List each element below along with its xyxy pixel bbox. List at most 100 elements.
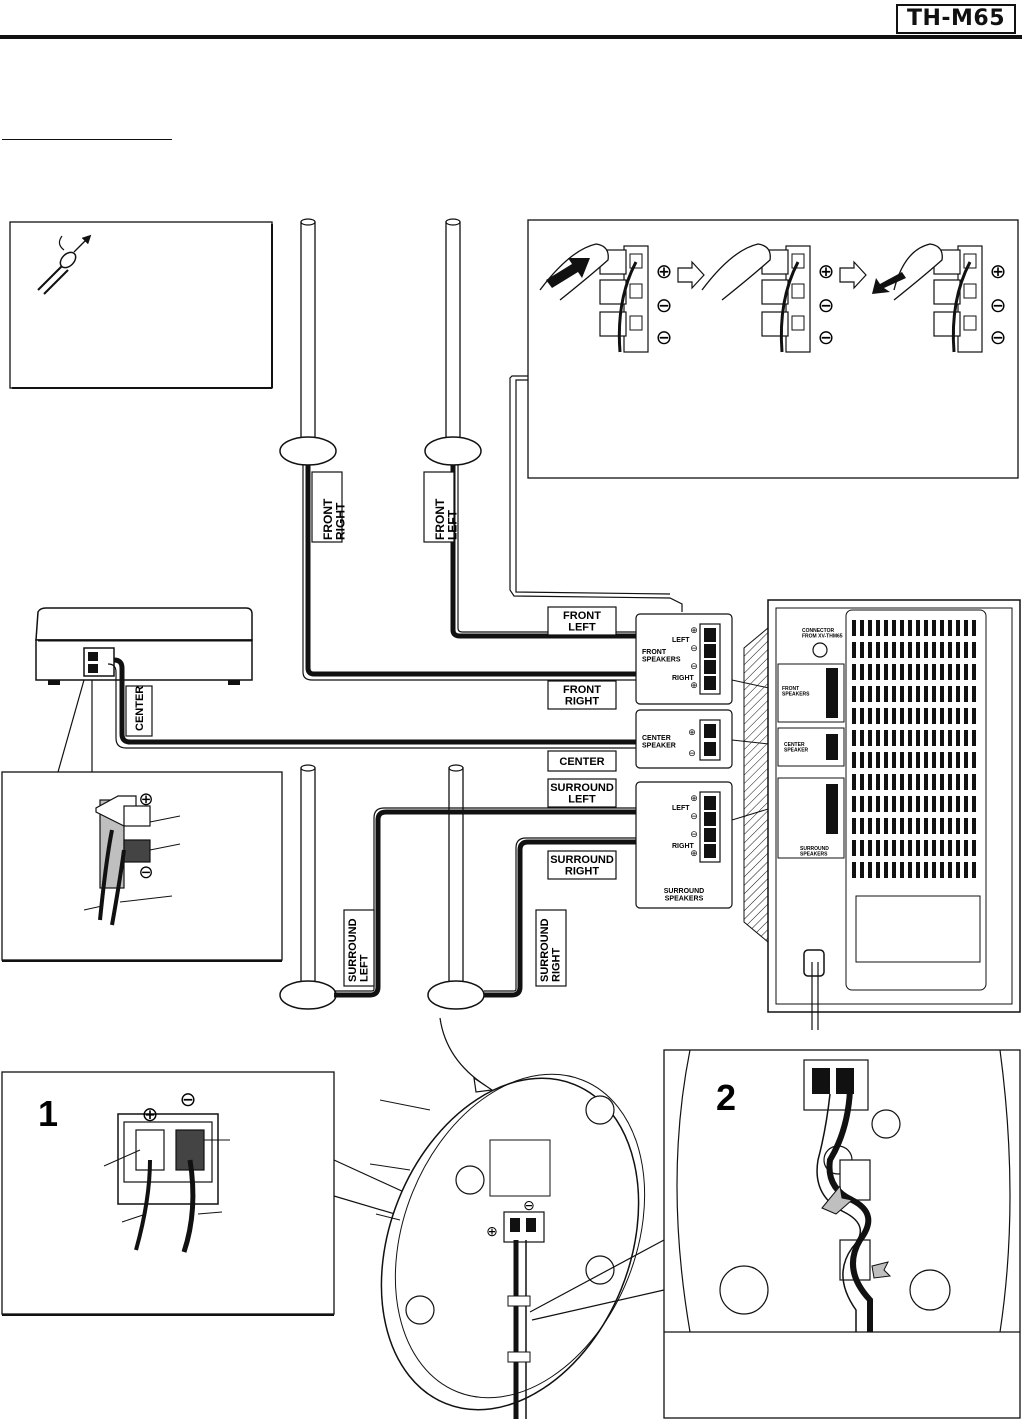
vent-slot	[916, 620, 920, 636]
vent-slot	[852, 686, 856, 702]
vent-slot	[916, 862, 920, 878]
vent-slot	[868, 796, 872, 812]
vent-slot	[892, 774, 896, 790]
vent-slot	[876, 862, 880, 878]
vent-slot	[972, 840, 976, 856]
vent-slot	[860, 862, 864, 878]
svg-text:⊕: ⊕	[486, 1223, 498, 1239]
vent-slot	[852, 818, 856, 834]
vent-slot	[860, 620, 864, 636]
detail-arrow	[439, 1017, 487, 1087]
vent-slot	[892, 818, 896, 834]
vent-slot	[852, 620, 856, 636]
plus-symbol: ⊕	[990, 261, 1007, 283]
svg-text:⊖: ⊖	[688, 748, 696, 758]
finger	[893, 243, 943, 301]
vent-slot	[852, 840, 856, 856]
svg-text:⊕: ⊕	[690, 680, 698, 690]
vent-slot	[860, 752, 864, 768]
vent-slot	[884, 840, 888, 856]
minus-symbol: ⊖	[990, 327, 1007, 349]
vent-slot	[900, 818, 904, 834]
vent-slot	[876, 774, 880, 790]
svg-text:⊕: ⊕	[690, 625, 698, 635]
vent-slot	[972, 686, 976, 702]
vent-slot	[948, 642, 952, 658]
vent-slot	[868, 774, 872, 790]
svg-text:⊖: ⊖	[690, 643, 698, 653]
center-speaker	[35, 607, 253, 685]
front-right-speaker	[279, 218, 337, 466]
front-right-cable-text: FRONTRIGHT	[321, 498, 348, 540]
vent-slot	[924, 840, 928, 856]
vent-slot	[908, 752, 912, 768]
center-cable-text: CENTER	[134, 686, 146, 731]
vent-slot	[972, 862, 976, 878]
svg-text:⊕: ⊕	[690, 793, 698, 803]
vent-slot	[932, 642, 936, 658]
vent-slot	[868, 664, 872, 680]
vent-slot	[924, 796, 928, 812]
minus-symbol: ⊖	[138, 862, 153, 882]
vent-slot	[916, 664, 920, 680]
vent-slot	[932, 840, 936, 856]
vent-slot	[908, 620, 912, 636]
vent-slot	[900, 862, 904, 878]
vent-slot	[940, 642, 944, 658]
vent-slot	[948, 796, 952, 812]
vent-slot	[868, 708, 872, 724]
surround-left-cable-label: SURROUNDLEFT	[343, 909, 375, 987]
vent-slot	[948, 664, 952, 680]
step1-number: 1	[38, 1093, 58, 1134]
vent-slot	[884, 708, 888, 724]
vent-slot	[932, 862, 936, 878]
surround-terminal-right: RIGHT	[672, 843, 695, 850]
vent-slot	[972, 818, 976, 834]
vent-slot	[884, 664, 888, 680]
vent-slot	[884, 686, 888, 702]
vent-slot	[908, 862, 912, 878]
vent-slot	[892, 708, 896, 724]
vent-slot	[948, 752, 952, 768]
vent-slot	[852, 796, 856, 812]
vent-slot	[964, 862, 968, 878]
vent-slot	[940, 796, 944, 812]
vent-grille	[852, 620, 976, 878]
vent-slot	[852, 642, 856, 658]
vent-slot	[852, 774, 856, 790]
vent-slot	[932, 664, 936, 680]
front-left-cable-text: FRONTLEFT	[433, 498, 460, 540]
vent-slot	[868, 730, 872, 746]
vent-slot	[956, 840, 960, 856]
vent-slot	[884, 774, 888, 790]
svg-text:⊖: ⊖	[690, 829, 698, 839]
center-cable	[107, 657, 701, 749]
vent-slot	[876, 620, 880, 636]
vent-slot	[852, 664, 856, 680]
vent-slot	[964, 620, 968, 636]
vent-slot	[964, 664, 968, 680]
vent-slot	[940, 708, 944, 724]
vent-slot	[924, 620, 928, 636]
surround-right-speaker	[427, 764, 485, 1010]
terminal-clip	[599, 311, 627, 337]
twisted-cord-icon	[37, 234, 92, 295]
vent-slot	[908, 686, 912, 702]
vent-slot	[964, 730, 968, 746]
minus-symbol: ⊖	[656, 295, 673, 317]
minus-symbol: ⊖	[656, 327, 673, 349]
vent-slot	[916, 818, 920, 834]
vent-slot	[940, 774, 944, 790]
vent-slot	[916, 774, 920, 790]
vent-slot	[940, 840, 944, 856]
vent-slot	[892, 840, 896, 856]
